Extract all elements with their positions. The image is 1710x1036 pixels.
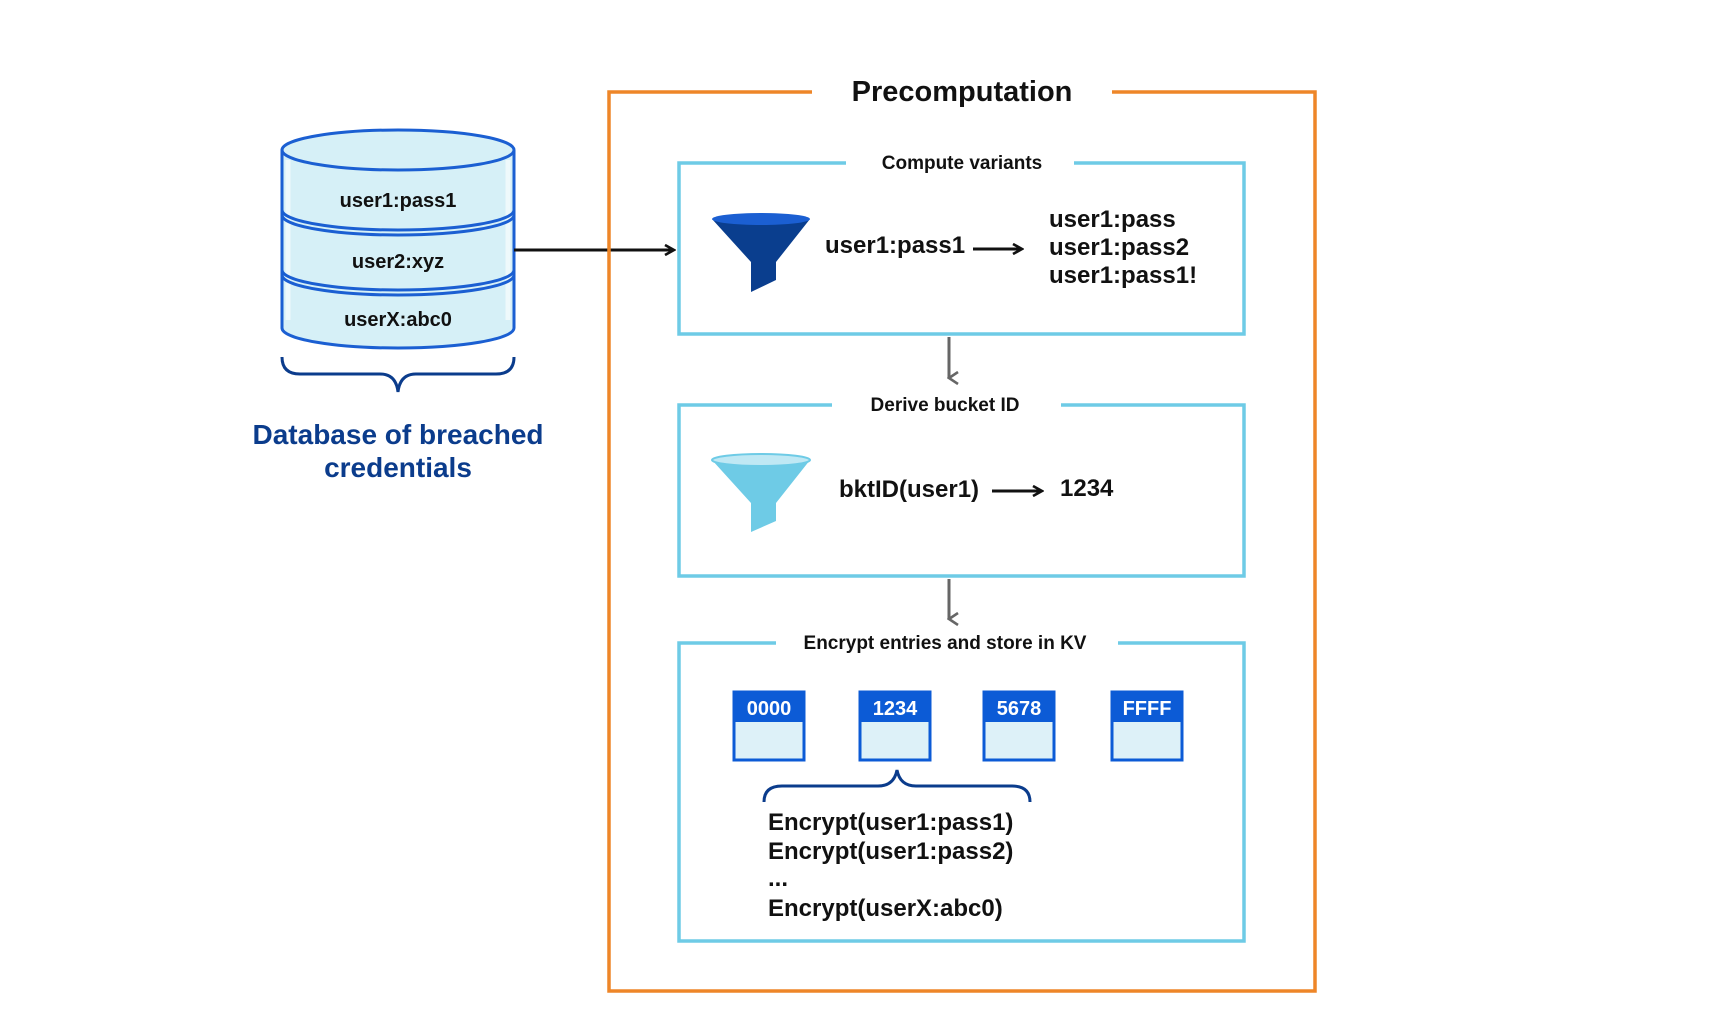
variants-input: user1:pass1 (825, 232, 965, 259)
bucket-output: 1234 (1060, 475, 1114, 502)
encrypt-store-frame (677, 641, 1246, 943)
derive-bucket-frame (677, 403, 1246, 578)
encrypted-entry-2: Encrypt(user1:pass2) (768, 838, 1013, 865)
kv-bucket-0000 (732, 690, 806, 762)
database-cylinder (280, 128, 516, 350)
kv-bucket-label-5678: 5678 (997, 698, 1042, 720)
db-row-1: user1:pass1 (340, 190, 457, 212)
bucket-input: bktID(user1) (839, 476, 979, 503)
db-caption-line2: credentials (324, 452, 472, 483)
variant-output-2: user1:pass2 (1049, 234, 1189, 261)
db-row-2: user2:xyz (352, 251, 444, 273)
dark-funnel-icon (712, 213, 810, 292)
kv-bucket-label-1234: 1234 (873, 698, 918, 720)
db-caption-line1: Database of breached (253, 419, 544, 450)
encrypted-entry-1: Encrypt(user1:pass1) (768, 809, 1013, 836)
kv-bucket-label-ffff: FFFF (1123, 698, 1172, 720)
variant-output-3: user1:pass1! (1049, 262, 1197, 289)
kv-bucket-1234 (858, 690, 932, 762)
kv-bucket-ffff (1110, 690, 1184, 762)
precomputation-title: Precomputation (852, 76, 1073, 108)
precomputation-frame (607, 90, 1317, 993)
compute-variants-frame (677, 161, 1246, 336)
compute-variants-title: Compute variants (882, 153, 1042, 174)
db-brace (280, 356, 516, 393)
entries-brace (762, 769, 1032, 803)
kv-bucket-5678 (982, 690, 1056, 762)
encrypted-entry-ellipsis: ... (768, 865, 788, 892)
derive-bucket-title: Derive bucket ID (871, 395, 1020, 416)
encrypted-entry-4: Encrypt(userX:abc0) (768, 895, 1003, 922)
db-row-3: userX:abc0 (344, 309, 452, 331)
light-funnel-icon (711, 453, 811, 532)
encrypt-store-title: Encrypt entries and store in KV (804, 633, 1087, 654)
variant-output-1: user1:pass (1049, 206, 1176, 233)
kv-bucket-label-0000: 0000 (747, 698, 792, 720)
